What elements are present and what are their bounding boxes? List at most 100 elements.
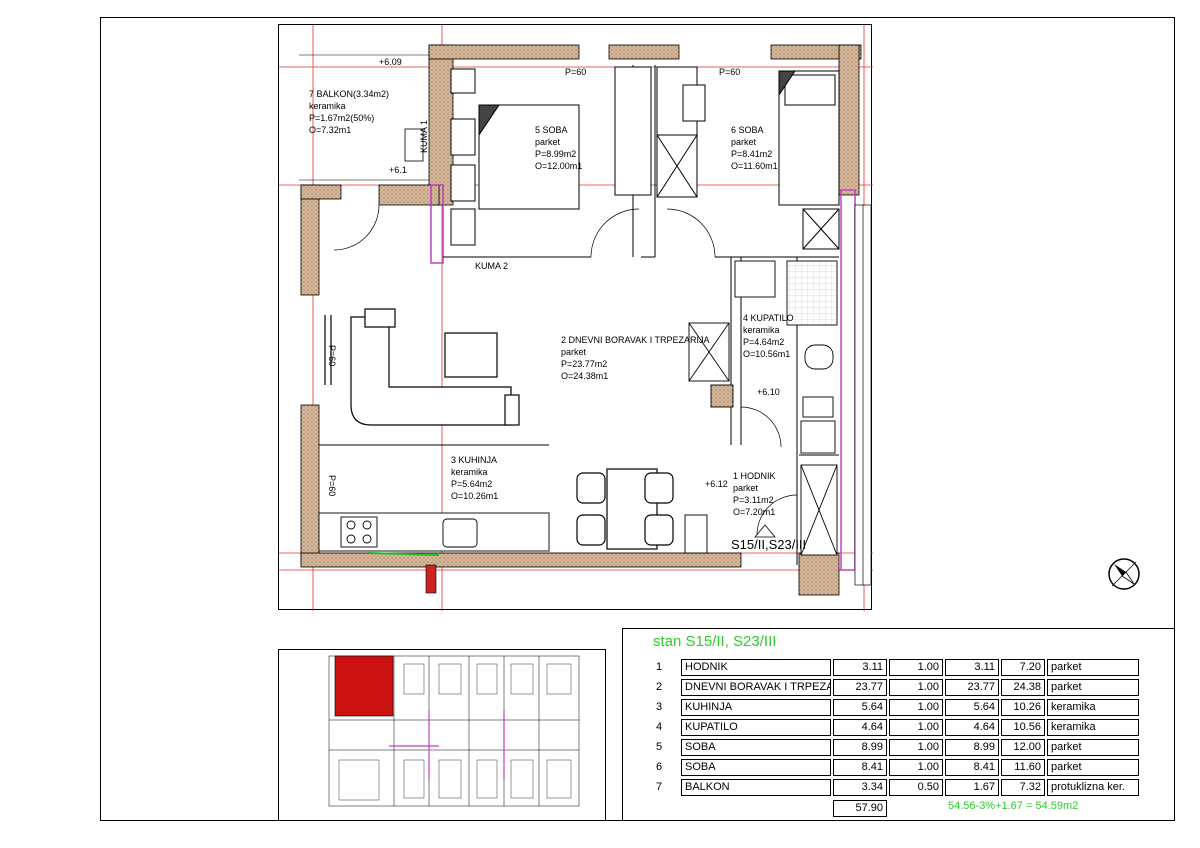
right-elevation [854,204,872,586]
room-area: 23.77 [833,679,887,696]
room-name: KUHINJA [681,699,831,716]
room-area: 3.11 [833,659,887,676]
label-room7: 7 BALKON(3.34m2) keramika P=1.67m2(50%) … [309,89,389,135]
room7-floor: keramika [309,101,346,111]
label-room1: 1 HODNIK parket P=3.11m2 O=7.20m1 [733,471,776,517]
room2-name: 2 DNEVNI BORAVAK I TRPEZARIJA [561,335,710,345]
unit-title: stan S15/II, S23/III [653,633,777,650]
row-number: 6 [655,761,663,773]
kuma1-label: KUMA 1 [419,120,429,153]
room-floor: protuklizna ker. [1047,779,1139,796]
room-floor: keramika [1047,719,1139,736]
balcony [299,54,429,181]
room-coef: 0.50 [889,779,943,796]
room-area: 8.99 [833,739,887,756]
room-net: 3.11 [945,659,999,676]
room2-floor: parket [561,347,587,357]
room4-area: P=4.64m2 [743,337,784,347]
room7-perimeter: O=7.32m1 [309,125,351,135]
room-net: 1.67 [945,779,999,796]
window-mark-4: P=60 [327,475,337,496]
room-name: DNEVNI BORAVAK I TRPEZARIJA [681,679,831,696]
unit-tag-triangle [754,524,776,538]
level-living: +6.12 [705,479,728,489]
room-coef: 1.00 [889,759,943,776]
room5-floor: parket [535,137,561,147]
level-entry: +6.1 [389,165,407,175]
window-mark-1: P=60 [565,67,586,77]
sheet-border [100,17,1175,821]
room7-area: P=1.67m2(50%) [309,113,374,123]
room-net: 8.41 [945,759,999,776]
room6-area: P=8.41m2 [731,149,772,159]
row-number: 5 [655,741,663,753]
room1-area: P=3.11m2 [733,495,774,505]
room4-perimeter: O=10.56m1 [743,349,790,359]
room-net: 4.64 [945,719,999,736]
room-coef: 1.00 [889,659,943,676]
room2-perimeter: O=24.38m1 [561,371,608,381]
level-bath: +6.10 [757,387,780,397]
label-room3: 3 KUHINJA keramika P=5.64m2 O=10.26m1 [451,455,498,501]
label-room5: 5 SOBA parket P=8.99m2 O=12.00m1 [535,125,582,171]
room1-perimeter: O=7.20m1 [733,507,775,517]
room-net: 5.64 [945,699,999,716]
room7-name: 7 BALKON(3.34m2) [309,89,389,99]
room-perimeter: 24.38 [1001,679,1045,696]
bathroom-fixtures [684,260,838,556]
room2-area: P=23.77m2 [561,359,607,369]
bed-room6 [778,70,840,250]
room-floor: parket [1047,759,1139,776]
room-perimeter: 10.26 [1001,699,1045,716]
room-perimeter: 12.00 [1001,739,1045,756]
room-coef: 1.00 [889,739,943,756]
row-number: 1 [655,661,663,673]
room-floor: parket [1047,679,1139,696]
room5-perimeter: O=12.00m1 [535,161,582,171]
room6-name: 6 SOBA [731,125,764,135]
floor-plan: +6.09 +6.1 +6.10 +6.12 P=60 P=60 P=60 P=… [278,24,873,611]
room-name: HODNIK [681,659,831,676]
room-name: BALKON [681,779,831,796]
room-coef: 1.00 [889,699,943,716]
room-area: 4.64 [833,719,887,736]
keyplan-highlight [334,655,394,717]
room-name: SOBA [681,759,831,776]
room6-floor: parket [731,137,757,147]
row-number: 3 [655,701,663,713]
row-number: 4 [655,721,663,733]
room-area: 8.41 [833,759,887,776]
red-column [425,564,437,594]
room-net: 23.77 [945,679,999,696]
room5-area: P=8.99m2 [535,149,576,159]
exterior-walls [300,44,862,596]
level-balcony: +6.09 [379,57,402,67]
sofa [324,308,520,426]
room3-perimeter: O=10.26m1 [451,491,498,501]
floor-plan-drawing: +6.09 +6.1 +6.10 +6.12 P=60 P=60 P=60 P=… [279,25,873,611]
green-marker [368,552,440,556]
kitchen-counter [318,512,550,552]
label-room2: 2 DNEVNI BORAVAK I TRPEZARIJA parket P=2… [561,335,710,381]
key-plan-drawing [328,655,580,807]
room-name: SOBA [681,739,831,756]
row-number: 2 [655,681,663,693]
room-area: 5.64 [833,699,887,716]
room4-floor: keramika [743,325,780,335]
key-plan [278,649,606,821]
room-floor: parket [1047,659,1139,676]
room-name: KUPATILO [681,719,831,736]
room-perimeter: 7.20 [1001,659,1045,676]
room4-name: 4 KUPATILO [743,313,794,323]
room-perimeter: 11.60 [1001,759,1045,776]
wardrobes [614,66,706,198]
room3-floor: keramika [451,467,488,477]
north-arrow-icon [1108,558,1140,590]
room-table-frame [622,628,1175,821]
doors [333,204,798,536]
bed-room5 [450,68,580,246]
kuma2-label: KUMA 2 [475,261,508,271]
dining-table [576,468,674,550]
room1-name: 1 HODNIK [733,471,776,481]
room-coef: 1.00 [889,719,943,736]
